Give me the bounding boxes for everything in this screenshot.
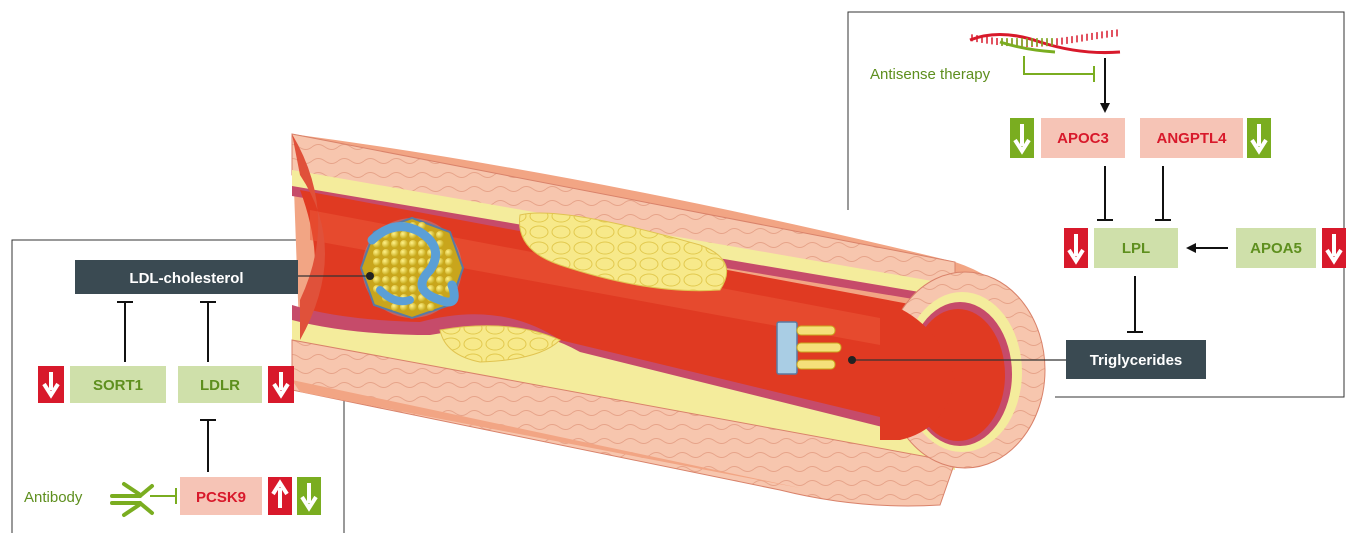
svg-text:PCSK9: PCSK9	[196, 489, 246, 506]
lpl-down-red-arrow-icon	[1064, 228, 1088, 268]
ldlr-down-red-arrow-icon	[268, 366, 294, 403]
pcsk9-down-green-arrow-icon	[297, 477, 321, 515]
svg-text:APOA5: APOA5	[1250, 240, 1302, 257]
svg-text:APOC3: APOC3	[1057, 130, 1109, 147]
angptl4-down-green-arrow-icon	[1247, 118, 1271, 158]
svg-text:LPL: LPL	[1122, 240, 1150, 257]
svg-text:LDL-cholesterol: LDL-cholesterol	[129, 270, 243, 287]
antibody-inhibition-edge	[150, 488, 176, 504]
apoc3-down-green-arrow-icon	[1010, 118, 1034, 158]
apoa5-box: APOA5	[1236, 228, 1316, 268]
lipoprotein-particle-icon	[361, 218, 463, 318]
antisense-inhibition-edge	[1024, 56, 1094, 82]
svg-text:LDLR: LDLR	[200, 377, 240, 394]
triglycerides-box: Triglycerides	[1066, 340, 1206, 379]
ldl-cholesterol-box: LDL-cholesterol	[75, 260, 298, 294]
lpl-box: LPL	[1094, 228, 1178, 268]
sort1-box: SORT1	[70, 366, 166, 403]
sort1-down-red-arrow-icon	[38, 366, 64, 403]
svg-text:Triglycerides: Triglycerides	[1090, 352, 1183, 369]
triglyceride-icon	[777, 322, 841, 374]
ldlr-box: LDLR	[178, 366, 262, 403]
angptl4-box: ANGPTL4	[1140, 118, 1243, 158]
svg-text:Antibody: Antibody	[24, 489, 83, 506]
svg-text:ANGPTL4: ANGPTL4	[1156, 130, 1227, 147]
pcsk9-up-red-arrow-icon	[268, 477, 292, 515]
artery-illustration	[292, 134, 1045, 506]
apoc3-box: APOC3	[1041, 118, 1125, 158]
pcsk9-box: PCSK9	[180, 477, 262, 515]
antisense-oligo-icon	[970, 29, 1120, 52]
svg-text:SORT1: SORT1	[93, 377, 143, 394]
antibody-icon	[112, 484, 152, 515]
antibody-label: Antibody	[24, 489, 83, 506]
svg-text:Antisense therapy: Antisense therapy	[870, 66, 991, 83]
apoa5-down-red-arrow-icon	[1322, 228, 1346, 268]
antisense-therapy-label: Antisense therapy	[870, 66, 991, 83]
